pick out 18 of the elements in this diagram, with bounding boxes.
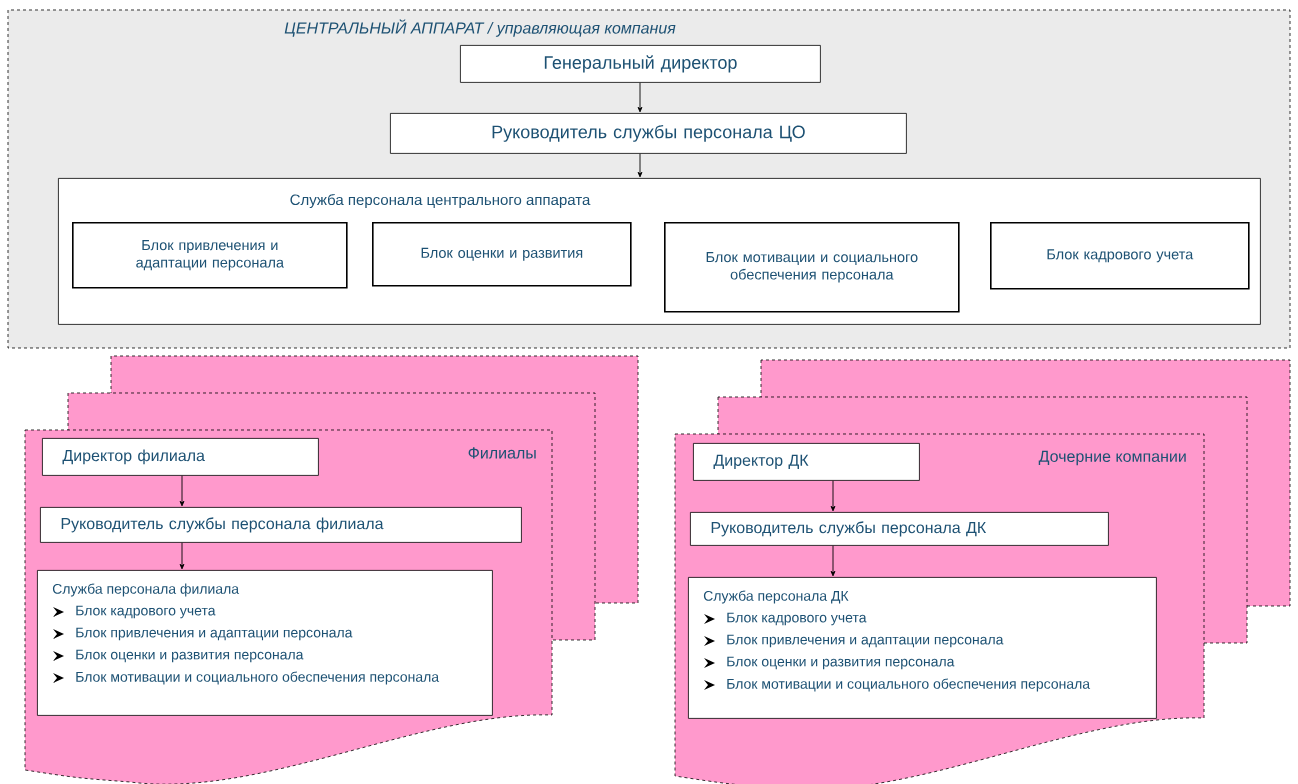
service-list-box: Служба персонала ДК Блок кадрового учета Блок привлечения и адаптации персонала Блок оценки и развития персонала Блок мотивации и социального обеспечения персонала: [688, 577, 1157, 719]
position-box: Директор филиала: [42, 438, 319, 476]
position-box: Генеральный директор: [460, 45, 821, 83]
block-box: Блок привлечения и адаптации персонала: [72, 222, 348, 289]
block-box: Блок кадрового учета: [990, 222, 1250, 290]
arrow: [179, 542, 185, 570]
arrow: [637, 153, 643, 178]
block-box: Блок мотивации и социального обеспечения персонала: [664, 222, 960, 313]
arrow: [830, 480, 836, 512]
service-list-box: Служба персонала филиала Блок кадрового учета Блок привлечения и адаптации персонала Блок оценки и развития персонала Блок мотивации и социального обеспечения персонала: [37, 570, 493, 716]
arrow: [179, 475, 185, 507]
arrow: [637, 82, 643, 113]
position-box: Руководитель службы персонала ДК: [690, 512, 1109, 546]
position-box: Руководитель службы персонала филиала: [40, 507, 522, 543]
block-box: Блок оценки и развития: [372, 222, 632, 287]
position-box: Директор ДК: [693, 443, 920, 481]
position-box: Руководитель службы персонала ЦО: [390, 113, 907, 154]
arrow: [830, 545, 836, 577]
